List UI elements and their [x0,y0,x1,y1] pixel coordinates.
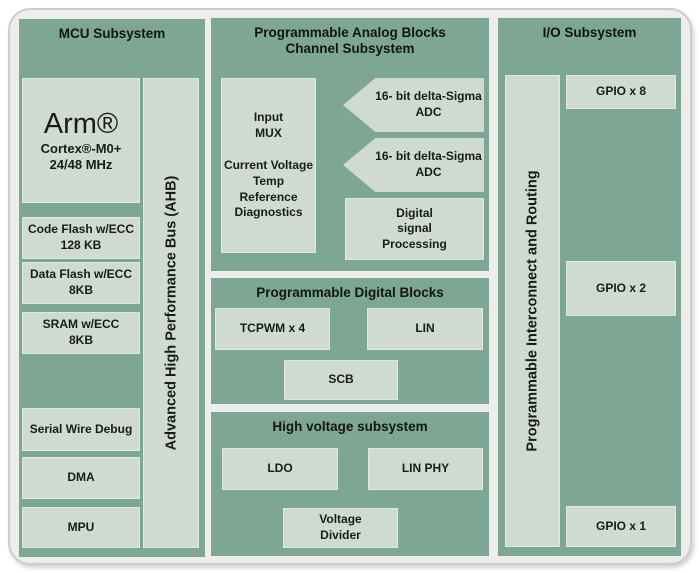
scb-block: SCB [284,360,398,400]
ahb-bus-label: Advanced High Performance Bus (AHB) [163,175,179,451]
gpio-x8-label: GPIO x 8 [595,84,647,99]
serial-wire-debug-block: Serial Wire Debug [22,408,140,451]
lin-label: LIN [415,321,435,336]
interconnect-routing-bar: Programmable Interconnect and Routing [505,75,560,547]
voltage-divider-block: Voltage Divider [283,508,398,548]
data-flash-label: Data Flash w/ECC [29,267,133,282]
analog-panel-title-line1: Programmable Analog Blocks [254,25,446,40]
delta-sigma-adc2-arrow-block: 16- bit delta-Sigma ADC [343,138,484,192]
dsp-label-line1: Digital [396,205,433,220]
analog-panel-title-line2: Channel Subsystem [285,41,415,57]
sram-size: 8KB [68,333,93,347]
mcu-panel-title: MCU Subsystem [58,26,166,41]
ldo-label: LDO [267,461,293,476]
input-mux-line5: Reference [239,189,298,204]
gpio-x1-label: GPIO x 1 [595,518,647,533]
adc1-label-line1: 16- bit delta-Sigma [375,89,482,104]
voltage-divider-line2: Divider [320,528,361,542]
ahb-bus-bar: Advanced High Performance Bus (AHB) [143,78,199,548]
digital-signal-processing-block: Digital signal Processing [345,198,484,260]
input-mux-line4: Temp [252,174,285,188]
serial-wire-debug-label: Serial Wire Debug [29,421,133,436]
mpu-block: MPU [22,507,140,548]
scb-label: SCB [328,372,354,387]
high-voltage-subsystem-panel: High voltage subsystem LDO LIN PHY Volta… [211,412,489,556]
delta-sigma-adc1-arrow-block: 16- bit delta-Sigma ADC [343,78,484,132]
input-mux-line2: MUX [255,125,282,140]
input-mux-block: Input MUX Current Voltage Temp Reference… [221,78,316,253]
voltage-divider-line1: Voltage [319,512,362,527]
interconnect-routing-label: Programmable Interconnect and Routing [524,170,541,452]
gpio-x1-block: GPIO x 1 [566,506,676,547]
analog-channel-subsystem-panel: Programmable Analog Blocks Channel Subsy… [211,18,489,271]
dma-block: DMA [22,457,140,499]
tcpwm-label: TCPWM x 4 [239,321,306,336]
input-mux-line6: Diagnostics [234,205,303,220]
gpio-x8-block: GPIO x 8 [566,75,676,109]
digital-panel-title: Programmable Digital Blocks [256,285,444,300]
input-mux-line1: Input [253,110,284,125]
lin-block: LIN [367,308,483,350]
io-panel-title: I/O Subsystem [542,25,637,40]
lin-phy-label: LIN PHY [401,461,450,476]
mcu-subsystem-panel: MCU Subsystem Arm® Cortex®-M0+ 24/48 MHz… [19,19,205,557]
lin-phy-block: LIN PHY [368,448,483,490]
sram-block: SRAM w/ECC 8KB [22,312,140,354]
code-flash-label: Code Flash w/ECC [27,222,134,237]
data-flash-block: Data Flash w/ECC 8KB [22,262,140,304]
code-flash-block: Code Flash w/ECC 128 KB [22,217,140,259]
sram-label: SRAM w/ECC [42,317,120,332]
io-subsystem-panel: I/O Subsystem Programmable Interconnect … [498,18,681,556]
data-flash-size: 8KB [68,283,93,297]
gpio-x2-block: GPIO x 2 [566,261,676,316]
analog-panel-title: Programmable Analog Blocks Channel Subsy… [211,25,489,58]
mpu-label: MPU [67,519,95,534]
arm-cpu-name: Arm® [43,107,119,140]
code-flash-size: 128 KB [60,238,102,252]
dsp-label-line2: signal [397,221,432,236]
adc2-label-line2: ADC [415,165,442,179]
dma-label: DMA [67,470,95,485]
arm-cpu-core: Cortex®-M0+ [40,140,122,156]
arm-cpu-clock: 24/48 MHz [49,157,113,173]
hv-panel-title: High voltage subsystem [272,419,428,434]
input-mux-line3: Current Voltage [223,158,314,173]
adc1-label-line2: ADC [415,105,442,119]
ldo-block: LDO [222,448,338,490]
dsp-label-line3: Processing [382,236,447,251]
digital-blocks-panel: Programmable Digital Blocks TCPWM x 4 LI… [211,278,489,404]
tcpwm-block: TCPWM x 4 [215,308,330,350]
adc2-label-line1: 16- bit delta-Sigma [375,149,482,164]
arm-cpu-block: Arm® Cortex®-M0+ 24/48 MHz [22,78,140,203]
gpio-x2-label: GPIO x 2 [595,280,647,295]
